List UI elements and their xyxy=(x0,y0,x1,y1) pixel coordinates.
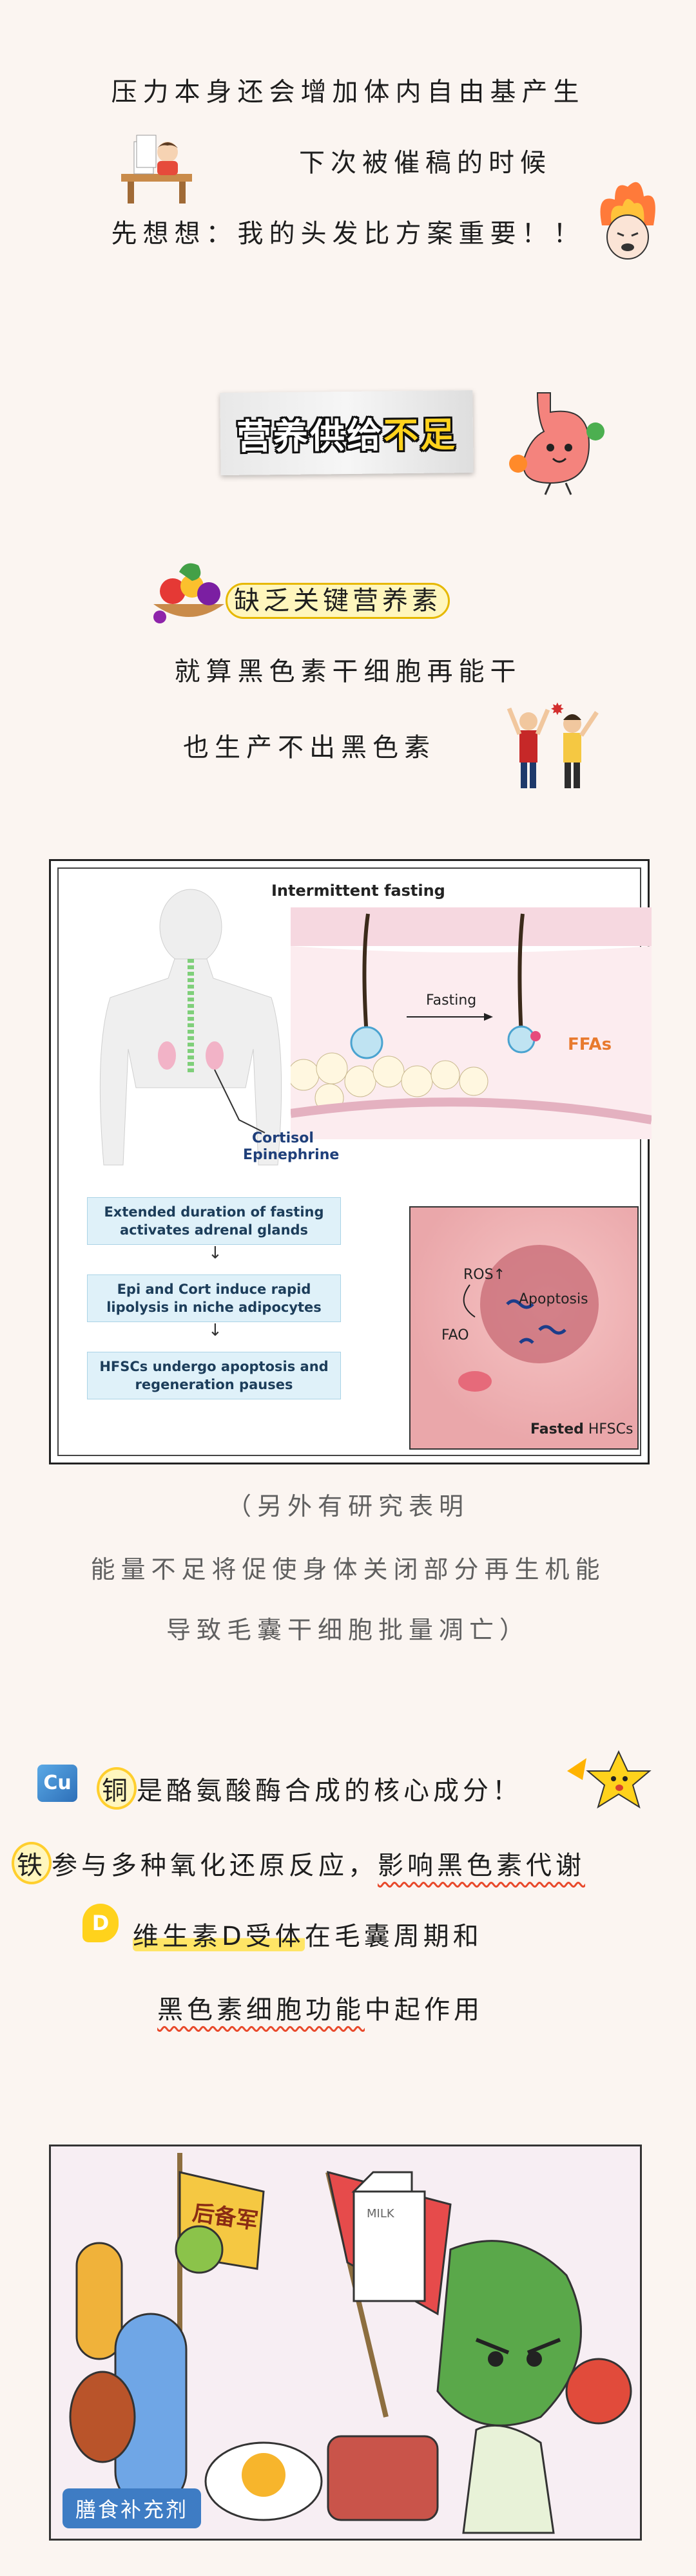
two-people-illustration: ✸ xyxy=(496,696,606,792)
fasted-hfscs-label: Fasted HFSCs xyxy=(530,1421,633,1437)
stress-line-1: 压力本身还会增加体内自由基产生 xyxy=(111,77,585,107)
stress-line-2: 下次被催稿的时候 xyxy=(299,148,552,178)
section-banner: 营养供给不足 xyxy=(220,390,474,476)
cu-element-icon: Cu xyxy=(37,1765,77,1802)
vitamin-d-line: 维生素D受体在毛囊周期和 xyxy=(133,1915,483,1953)
apoptosis-cell xyxy=(458,1245,599,1392)
stomach-mascot xyxy=(505,386,608,496)
flow-step-3: HFSCs undergo apoptosis and regeneration… xyxy=(87,1352,341,1399)
cartoon-caption: 膳食补充剂 xyxy=(63,2488,202,2528)
fao-label: FAO xyxy=(441,1327,469,1343)
svg-text:✸: ✸ xyxy=(550,700,565,719)
copper-line: 铜是酪氨酸酶合成的核心成分！ xyxy=(97,1767,522,1810)
fasted-hfscs-panel: ROS↑ FAO Apoptosis Fasted HFSCs xyxy=(409,1206,639,1450)
iron-line: 铁参与多种氧化还原反应，影响黑色素代谢 xyxy=(12,1842,585,1884)
fasted-rest: HFSCs xyxy=(583,1421,633,1437)
flow-arrow-1: ↓ xyxy=(208,1244,222,1263)
office-worker-illustration xyxy=(115,129,198,206)
iron-text-b: 影响黑色素代谢 xyxy=(378,1851,585,1880)
vegetables-illustration xyxy=(147,559,231,630)
fasting-figure: Intermittent fasting Fasting FFAs Cortis… xyxy=(49,859,652,1464)
flow-arrow-2: ↓ xyxy=(208,1321,222,1340)
note-line-2: 能量不足将促使身体关闭部分再生机能 xyxy=(90,1555,606,1584)
ffas-label: FFAs xyxy=(568,1035,612,1054)
melanocyte-line: 黑色素细胞功能中起作用 xyxy=(157,1989,483,2026)
milk-carton-text: MILK xyxy=(367,2207,394,2221)
flow-step-2: Epi and Cort induce rapid lipolysis in n… xyxy=(87,1274,341,1322)
note-line-3: 导致毛囊干细胞批量凋亡） xyxy=(166,1616,530,1644)
nutrient-line-1: 缺乏关键营养素 xyxy=(226,580,450,619)
copper-char: 铜 xyxy=(97,1767,137,1810)
vitamin-d-text: 在毛囊周期和 xyxy=(304,1922,483,1951)
cartoon-illustration xyxy=(69,2153,632,2534)
nutrient-line-3: 也生产不出黑色素 xyxy=(183,733,436,762)
skin-follicle-diagram xyxy=(291,907,652,1139)
banner-accent-text: 不足 xyxy=(383,414,458,456)
fasting-arrow-label: Fasting xyxy=(426,992,477,1009)
figure-title: Intermittent fasting xyxy=(271,882,445,900)
copper-text: 是酪氨酸酶合成的核心成分！ xyxy=(137,1776,522,1806)
burning-head-emoji xyxy=(589,174,666,270)
iron-text-a: 参与多种氧化还原反应， xyxy=(52,1851,378,1880)
banner-main-text: 营养供给 xyxy=(236,415,384,457)
body-silhouette xyxy=(99,889,282,1166)
fasted-bold: Fasted xyxy=(530,1421,584,1437)
excited-star-mascot xyxy=(561,1745,657,1816)
vitamin-d-highlight: 维生素D受体 xyxy=(133,1922,305,1951)
cortisol-label: Cortisol xyxy=(252,1130,314,1146)
flow-step-1: Extended duration of fasting activates a… xyxy=(87,1197,341,1245)
nutrient-line-2: 就算黑色素干细胞再能干 xyxy=(174,657,522,687)
apoptosis-label: Apoptosis xyxy=(519,1291,588,1307)
figure-frame: Intermittent fasting Fasting FFAs Cortis… xyxy=(57,867,652,1456)
nutrient-highlight: 缺乏关键营养素 xyxy=(226,583,450,619)
stress-line-3: 先想想：我的头发比方案重要！！ xyxy=(111,219,585,249)
ros-label: ROS↑ xyxy=(463,1267,506,1283)
note-line-1: （另外有研究表明 xyxy=(226,1492,469,1520)
iron-char: 铁 xyxy=(12,1842,52,1884)
supplements-cartoon: 后备军 冲锋军 MILK 膳食补充剂 xyxy=(49,2145,642,2541)
melanocyte-text: 中起作用 xyxy=(365,1995,483,2025)
vitamin-d-icon: D xyxy=(82,1904,119,1942)
epinephrine-label: Epinephrine xyxy=(243,1147,340,1163)
melanocyte-underlined: 黑色素细胞功能 xyxy=(157,1995,365,2025)
